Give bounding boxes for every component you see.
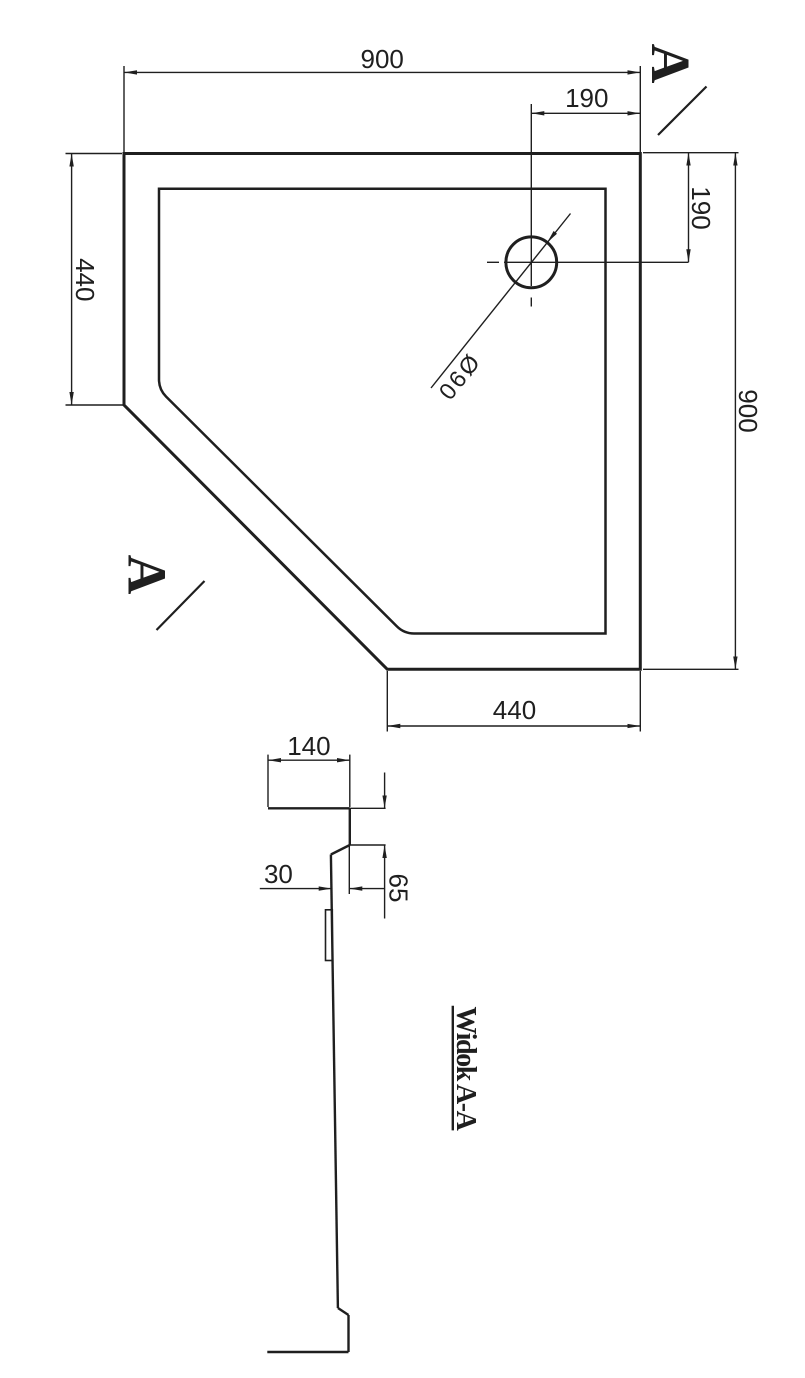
svg-text:65: 65 xyxy=(384,874,414,903)
svg-text:190: 190 xyxy=(565,83,608,113)
svg-text:A: A xyxy=(640,44,701,84)
svg-text:140: 140 xyxy=(287,731,330,761)
svg-text:440: 440 xyxy=(493,695,536,725)
svg-text:900: 900 xyxy=(361,44,404,74)
svg-text:A: A xyxy=(117,555,178,595)
svg-text:30: 30 xyxy=(264,859,293,889)
svg-text:440: 440 xyxy=(70,258,100,301)
svg-text:190: 190 xyxy=(686,186,716,229)
svg-text:900: 900 xyxy=(733,389,763,432)
svg-text:Ø90: Ø90 xyxy=(432,350,485,407)
svg-text:Widok A-A: Widok A-A xyxy=(450,1006,481,1131)
